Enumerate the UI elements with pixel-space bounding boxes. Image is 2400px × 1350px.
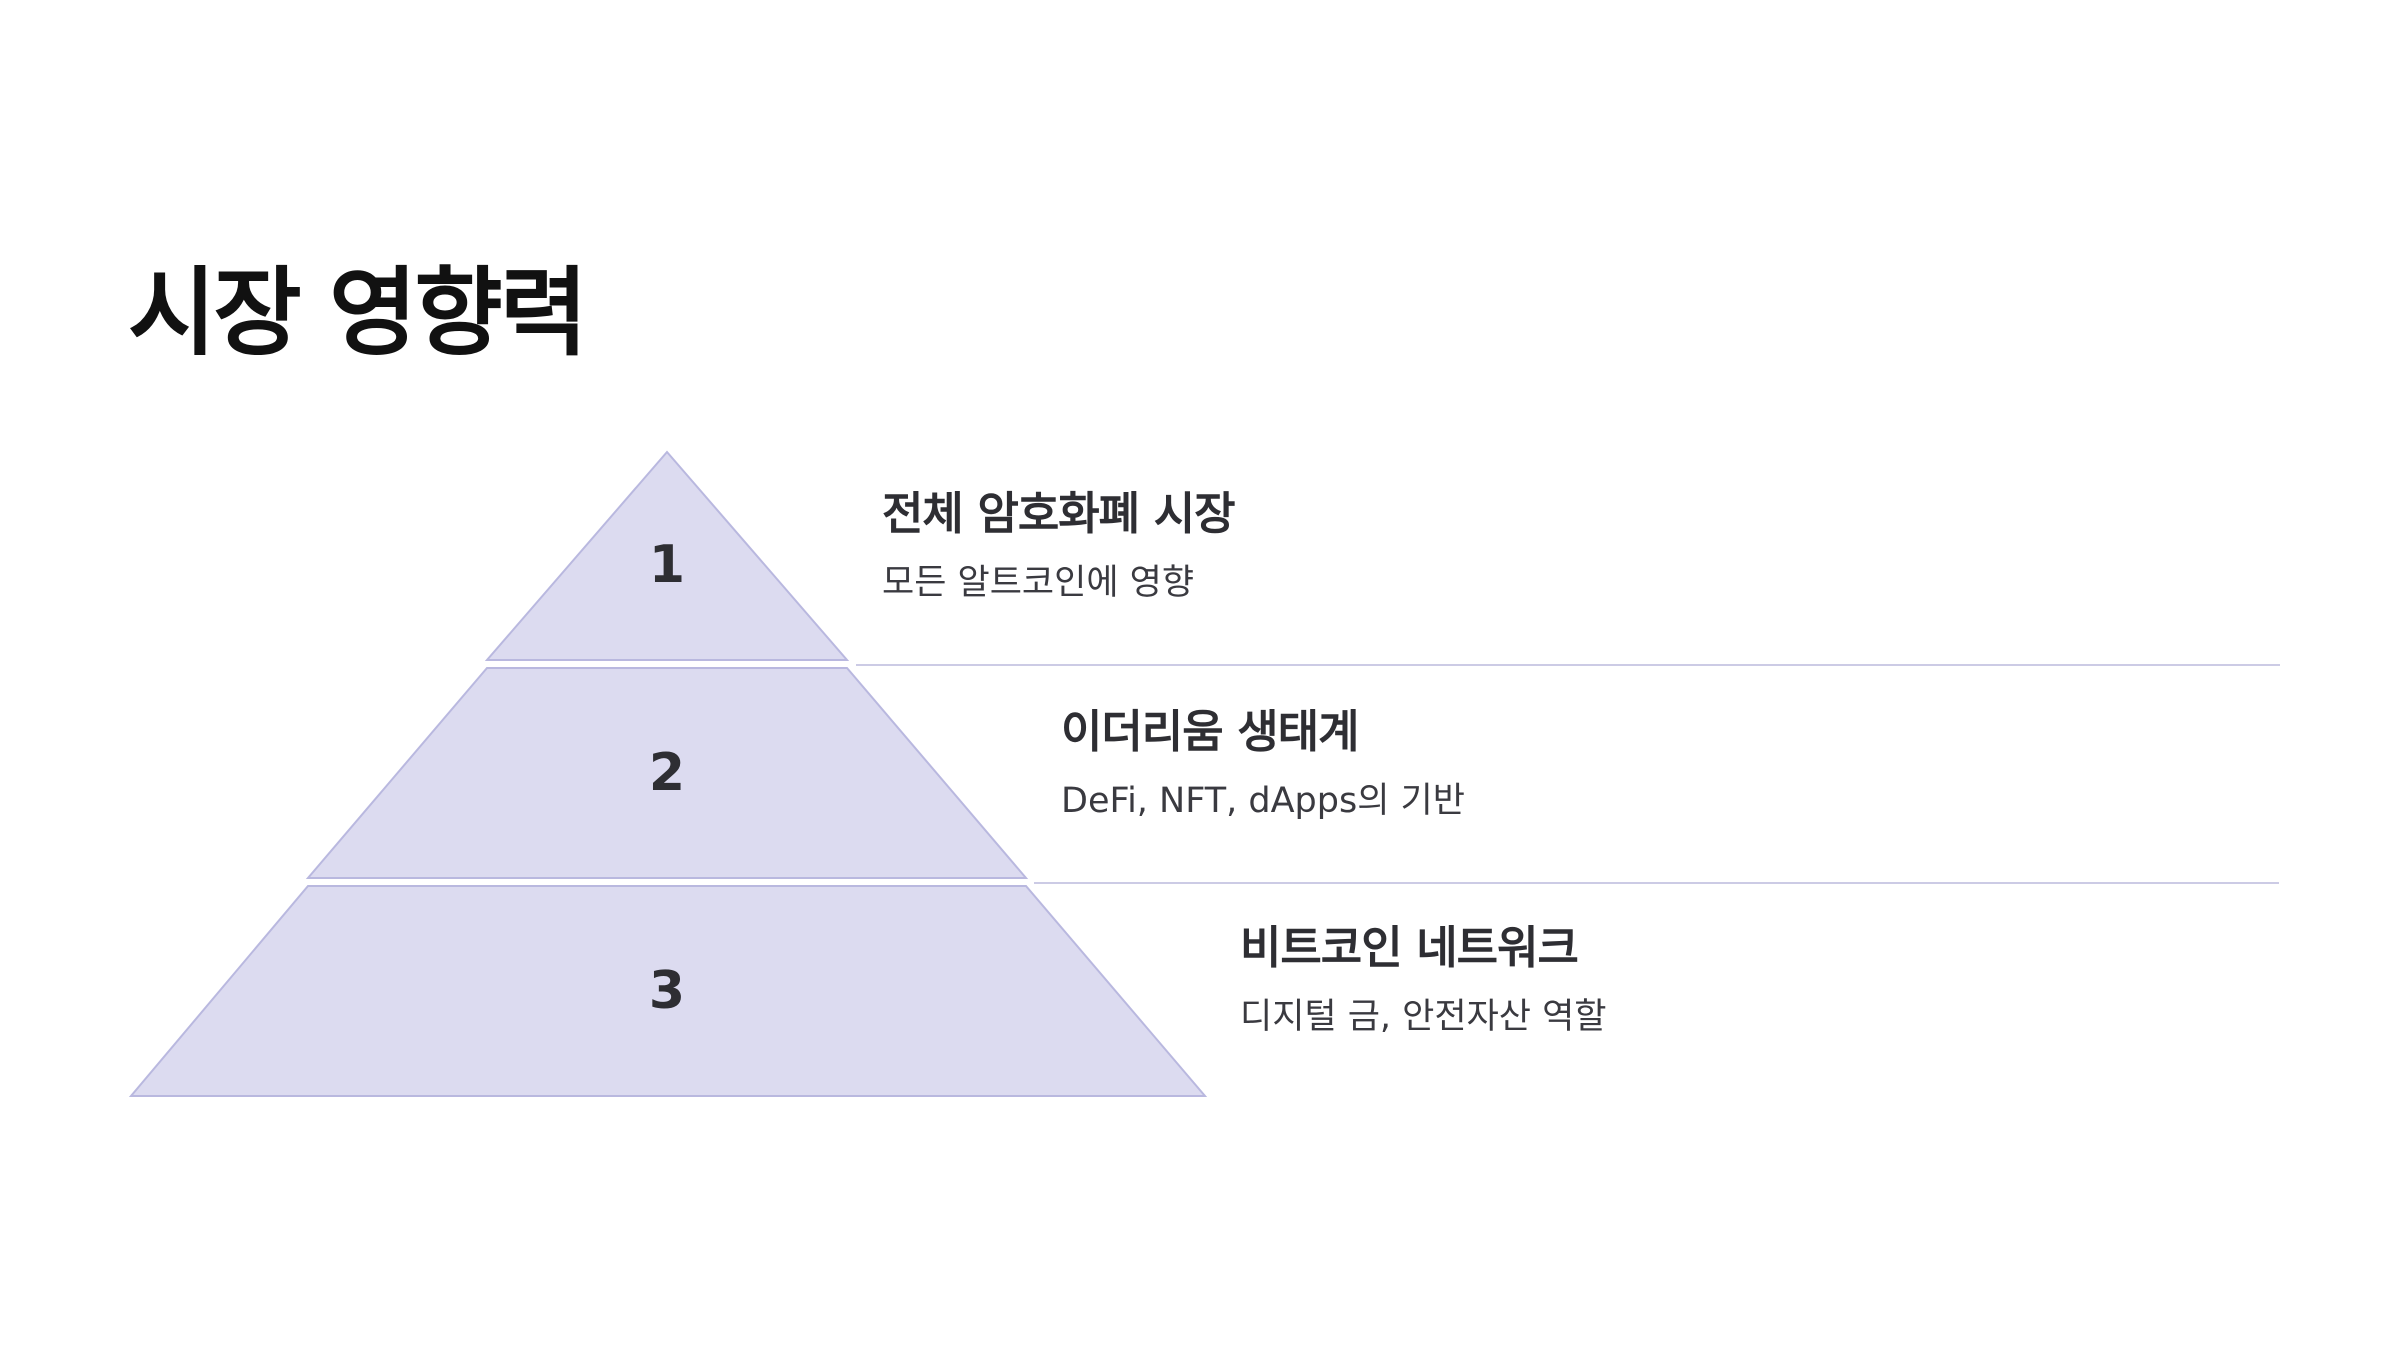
separator-line-1: [856, 664, 2280, 666]
page-title: 시장 영향력: [128, 257, 588, 369]
tier-2-description: DeFi, NFT, dApps의 기반: [1061, 781, 1465, 821]
tier-2-text: 이더리움 생태계 DeFi, NFT, dApps의 기반: [1061, 702, 1465, 824]
tier-3-title: 비트코인 네트워크: [1240, 921, 1579, 974]
tier-2-title: 이더리움 생태계: [1061, 705, 1359, 758]
pyramid-tier-2-shape: [305, 667, 1029, 879]
tier-1-text: 전체 암호화폐 시장 모든 알트코인에 영향: [882, 484, 1236, 606]
pyramid-tier-2: 2: [305, 667, 1029, 879]
tier-3-description: 디지털 금, 안전자산 역할: [1240, 997, 1607, 1037]
pyramid-tier-1-shape: [484, 450, 850, 661]
tier-3-text: 비트코인 네트워크 디지털 금, 안전자산 역할: [1240, 918, 1607, 1040]
pyramid-tier-1-number: 1: [649, 535, 685, 595]
pyramid-tier-3-number: 3: [649, 961, 685, 1021]
pyramid-tier-1: 1: [484, 450, 850, 661]
separator-line-2: [1034, 882, 2279, 884]
pyramid-tier-2-number: 2: [649, 743, 685, 803]
pyramid-tier-3-shape: [128, 885, 1208, 1097]
pyramid-tier-3: 3: [128, 885, 1208, 1097]
tier-1-description: 모든 알트코인에 영향: [882, 563, 1195, 603]
tier-1-title: 전체 암호화폐 시장: [882, 487, 1236, 540]
